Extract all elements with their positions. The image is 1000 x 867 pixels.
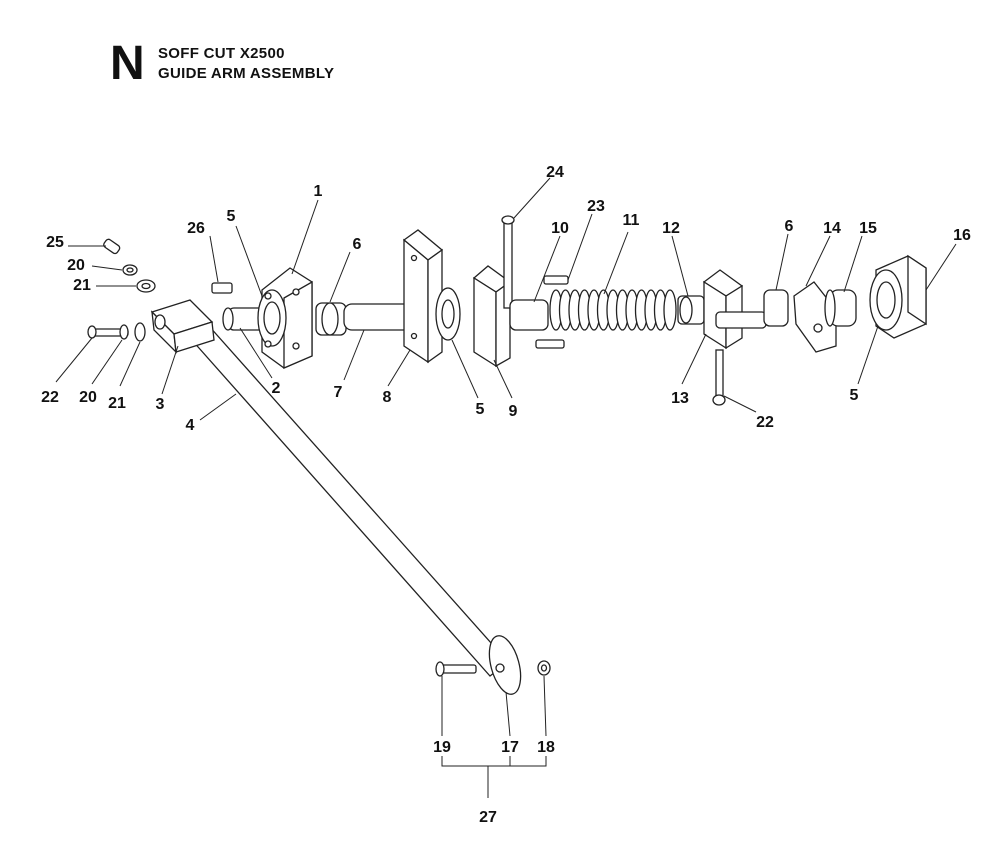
bolt-19 [435, 661, 477, 677]
model-name: SOFF CUT X2500 [158, 45, 285, 62]
callout-20-top: 20 [67, 257, 85, 274]
callout-5-right: 5 [850, 387, 859, 404]
bushing-10 [509, 299, 549, 331]
washer-21-top [136, 279, 156, 293]
bearing-5b [435, 287, 461, 341]
callout-26: 26 [187, 220, 205, 237]
callout-7: 7 [334, 384, 343, 401]
callout-15: 15 [859, 220, 877, 237]
bolt-24 [501, 215, 515, 309]
bearing-housing-1 [257, 267, 313, 369]
washer-20-bottom [119, 324, 129, 340]
callout-11: 11 [623, 212, 640, 229]
slide-block-13 [702, 269, 767, 350]
bushing-6b [763, 289, 789, 327]
callout-22-left: 22 [41, 389, 59, 406]
callout-5-left: 5 [227, 208, 236, 225]
callout-25: 25 [46, 234, 64, 251]
bolt-23-upper [543, 275, 569, 285]
callout-12: 12 [662, 220, 680, 237]
spacer-15 [824, 289, 857, 327]
callout-14: 14 [823, 220, 841, 237]
mounting-plate-8 [402, 229, 444, 364]
spring-11 [549, 289, 677, 331]
callout-21-bottom: 21 [108, 395, 126, 412]
callout-16: 16 [953, 227, 971, 244]
callout-3: 3 [156, 396, 165, 413]
callout-22-right: 22 [756, 414, 774, 431]
callout-21-top: 21 [73, 277, 91, 294]
callout-6-right: 6 [785, 218, 794, 235]
callout-9: 9 [509, 403, 518, 420]
callout-8: 8 [383, 389, 392, 406]
assembly-name: GUIDE ARM ASSEMBLY [158, 65, 335, 82]
callout-labels: 1 2 3 4 5 5 5 6 6 7 8 9 10 11 12 13 14 1… [41, 164, 971, 826]
arm-end-plate [488, 635, 522, 695]
screw-25 [103, 238, 121, 255]
spring-coil [663, 289, 677, 331]
diagram-title: SOFF CUT X2500 GUIDE ARM ASSEMBLY [158, 44, 334, 84]
callout-13: 13 [671, 390, 689, 407]
group-bracket-27 [441, 756, 547, 798]
callout-6-left: 6 [353, 236, 362, 253]
nut-12 [677, 295, 705, 325]
callout-10: 10 [551, 220, 569, 237]
callout-20-bottom: 20 [79, 389, 97, 406]
callout-5-middle: 5 [476, 401, 485, 418]
callout-4: 4 [186, 417, 195, 434]
bushing-6a [315, 302, 347, 336]
callout-23: 23 [587, 198, 605, 215]
guide-arm-tube [182, 315, 522, 695]
section-letter: N [110, 37, 145, 90]
washer-21-bottom [134, 322, 146, 342]
callout-24: 24 [546, 164, 564, 181]
callout-18: 18 [537, 739, 555, 756]
callout-17: 17 [501, 739, 519, 756]
callout-27: 27 [479, 809, 497, 826]
bolt-26 [211, 282, 233, 294]
bolt-22-right [712, 349, 726, 406]
bearing-housing-16 [869, 254, 927, 339]
callout-2: 2 [272, 380, 281, 397]
leader-lines [55, 177, 957, 737]
callout-1: 1 [314, 183, 323, 200]
nut-18 [537, 660, 551, 676]
washer-20-top [122, 264, 138, 276]
callout-19: 19 [433, 739, 451, 756]
bolt-23-lower [535, 339, 565, 349]
bolt-22-left [87, 325, 129, 339]
